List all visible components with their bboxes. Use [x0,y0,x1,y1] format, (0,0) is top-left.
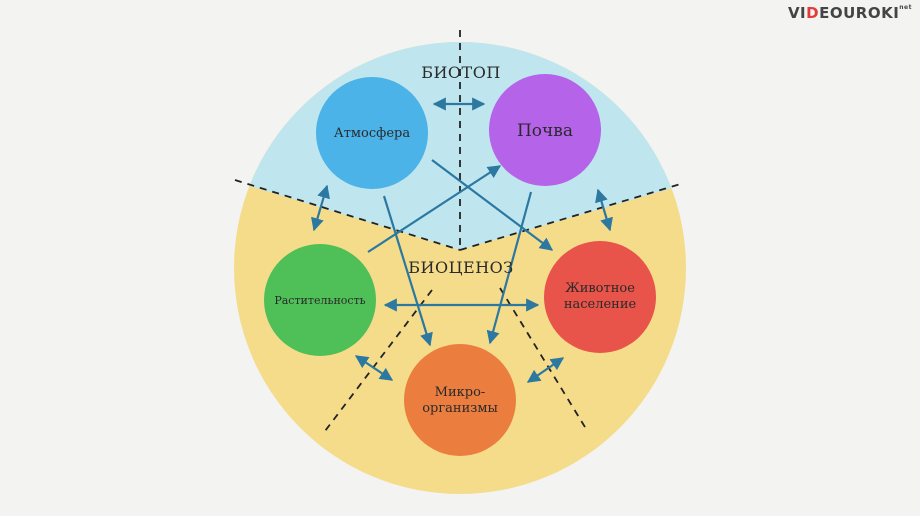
arrow-soil-animals [595,188,613,232]
microorganisms-node [404,344,516,456]
soil-label: Почва [517,121,573,141]
microorganisms-label-line2: организмы [422,401,498,416]
animals-label-line1: Животное [565,281,635,296]
arrow-atmosphere-vegetation [311,184,330,232]
arrow-vegetation-microorganisms [354,355,394,381]
vegetation-label: Растительность [274,294,365,307]
arrow-animals-microorganisms [526,357,565,383]
arrow-vegetation-soil [367,165,502,253]
relationship-arrows [311,97,613,383]
animals-label-line2: население [564,297,637,312]
videouroki-logo: VIDEOUROKInet [787,4,912,22]
atmosphere-node [316,77,428,189]
arrow-atmosphere-animals [431,159,554,251]
biotope-label: БИОТОП [421,63,501,82]
arrow-soil-microorganisms [486,191,533,345]
microorganisms-label-line1: Микро- [435,385,486,400]
soil-node [489,74,601,186]
biocenosis-label: БИОЦЕНОЗ [408,258,514,277]
atmosphere-label: Атмосфера [334,126,410,141]
vegetation-node [264,244,376,356]
arrow-atmosphere-microorganisms [382,195,433,347]
animals-node [544,241,656,353]
left-biotope-divider [234,179,461,251]
